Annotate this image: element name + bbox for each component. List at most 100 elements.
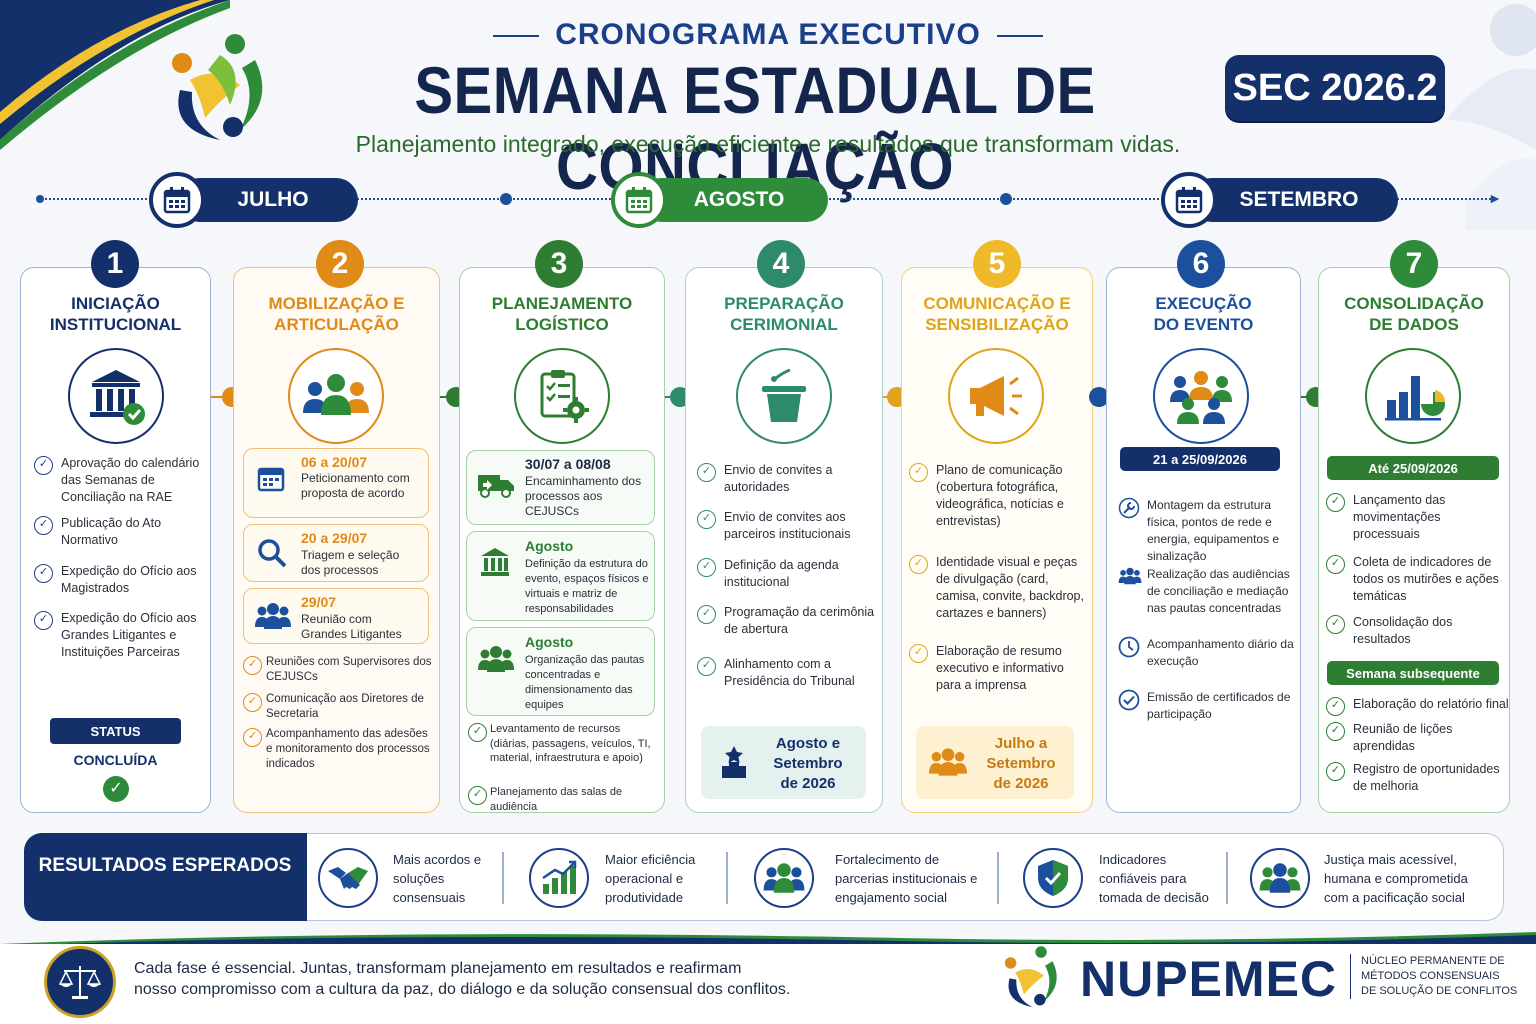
- period-text: Agosto e Setembro de 2026: [773, 735, 843, 792]
- month-label-august: AGOSTO: [640, 178, 828, 222]
- period-text: Julho a Setembro de 2026: [986, 735, 1056, 792]
- checklist-item: Definição da agenda institucional: [697, 557, 877, 591]
- calendar-icon: [256, 463, 286, 498]
- checklist-item: Acompanhamento das adesões e monitoramen…: [243, 727, 433, 772]
- divider: [502, 852, 504, 904]
- checklist-item: Alinhamento com a Presidência do Tribuna…: [697, 656, 877, 690]
- page-subtitle: Planejamento integrado, execução eficien…: [355, 131, 1181, 157]
- milestone-box: Agosto Organização das pautas concentrad…: [466, 627, 655, 716]
- milestone-date: 30/07 a 08/08: [525, 456, 611, 472]
- people-icon: [1250, 848, 1310, 908]
- results-label: RESULTADOS ESPERADOS: [24, 833, 307, 921]
- checklist-item: Coleta de indicadores de todos os mutirõ…: [1326, 554, 1506, 605]
- conciliation-logo: [160, 30, 275, 145]
- tools-icon: [1118, 497, 1140, 519]
- footer-message: Cada fase é essencial. Juntas, transform…: [134, 960, 791, 998]
- milestone-box: 06 a 20/07 Peticionamento com proposta d…: [243, 448, 429, 518]
- checklist-item: Planejamento das salas de audiência: [468, 785, 658, 814]
- shield-check-icon: [1023, 848, 1083, 908]
- checklist-item: Expedição do Ofício aos Magistrados: [34, 563, 206, 597]
- milestone-date: 29/07: [301, 594, 337, 610]
- date-bar: Até 25/09/2026: [1327, 456, 1499, 480]
- checklist-item: Lançamento das movimentações processuais: [1326, 492, 1506, 543]
- milestone-box: 29/07 Reunião com Grandes Litigantes: [243, 588, 429, 644]
- checklist-item: Reuniões com Supervisores dos CEJUSCs: [243, 655, 433, 685]
- divider: [1226, 852, 1228, 904]
- clipboard-gear-icon: [514, 348, 610, 444]
- clock-icon: [1118, 636, 1140, 658]
- timeline-dot: [36, 195, 44, 203]
- date-bar: 21 a 25/09/2026: [1120, 447, 1280, 471]
- result-item: Mais acordos e soluções consensuais: [393, 852, 482, 905]
- result-item: Maior eficiência operacional e produtivi…: [605, 852, 696, 905]
- checklist-item: Aprovação do calendário das Semanas de C…: [34, 455, 206, 506]
- checklist-item: Plano de comunicação (cobertura fotográf…: [909, 462, 1089, 530]
- phase-number: 6: [1177, 240, 1225, 288]
- checklist-item: Expedição do Ofício aos Grandes Litigant…: [34, 610, 206, 661]
- community-icon: [754, 848, 814, 908]
- edition-badge: SEC 2026.2: [1225, 55, 1445, 121]
- phase-number: 2: [316, 240, 364, 288]
- milestone-desc: Definição da estrutura do evento, espaço…: [525, 558, 649, 615]
- milestone-date: Agosto: [525, 538, 574, 554]
- institution-check-icon: [68, 348, 164, 444]
- execution-item: Montagem da estrutura física, pontos de …: [1118, 497, 1298, 565]
- month-label-september: SETEMBRO: [1190, 178, 1398, 222]
- brand-name: NUPEMEC: [1080, 951, 1338, 1007]
- building-icon: [479, 546, 511, 583]
- chart-icon: [1365, 348, 1461, 444]
- footer-stripe: [0, 930, 1536, 946]
- divider: [726, 852, 728, 904]
- milestone-desc: Encaminhamento dos processos aos CEJUSCs: [525, 474, 642, 518]
- milestone-date: 20 a 29/07: [301, 530, 368, 546]
- checklist-item: Programação da cerimônia de abertura: [697, 604, 877, 638]
- growth-chart-icon: [529, 848, 589, 908]
- checklist-item: Consolidação dos resultados: [1326, 614, 1506, 648]
- corner-decoration-left: [0, 0, 230, 150]
- checklist-item: Envio de convites a autoridades: [697, 462, 877, 496]
- milestone-box: Agosto Definição da estrutura do evento,…: [466, 531, 655, 621]
- status-value: CONCLUÍDA: [73, 752, 158, 768]
- people-group-icon: [288, 348, 384, 444]
- corner-decoration-right: [1316, 0, 1536, 230]
- date-bar: Semana subsequente: [1327, 661, 1499, 685]
- people-icon: [1118, 566, 1142, 588]
- phase-number: 5: [973, 240, 1021, 288]
- timeline-dot: [500, 193, 512, 205]
- header-kicker: CRONOGRAMA EXECUTIVO: [0, 18, 1536, 52]
- calendar-icon: [1161, 172, 1217, 228]
- timeline-dot: [1000, 193, 1012, 205]
- search-icon: [256, 537, 288, 574]
- checklist-item: Levantamento de recursos (diárias, passa…: [468, 722, 658, 766]
- calendar-icon: [611, 172, 667, 228]
- checklist-item: Elaboração do relatório final: [1326, 696, 1510, 716]
- certificate-icon: [1118, 689, 1140, 711]
- execution-item: Emissão de certificados de participação: [1118, 689, 1298, 723]
- phase-connector-dot: [1089, 387, 1109, 407]
- milestone-desc: Reunião com Grandes Litigantes: [301, 612, 402, 641]
- result-item: Justiça mais acessível, humana e comprom…: [1324, 852, 1468, 905]
- milestone-box: 20 a 29/07 Triagem e seleção dos process…: [243, 524, 429, 582]
- truck-icon: [477, 471, 515, 504]
- checklist-item: Registro de oportunidades de melhoria: [1326, 761, 1506, 795]
- phase-number: 4: [757, 240, 805, 288]
- timeline-arrow-icon: ►: [1488, 190, 1502, 206]
- award-icon: [717, 744, 751, 785]
- checklist-item: Identidade visual e peças de divulgação …: [909, 554, 1089, 622]
- milestone-desc: Organização das pautas concentradas e di…: [525, 654, 645, 711]
- milestone-desc: Peticionamento com proposta de acordo: [301, 471, 410, 500]
- checklist-item: Envio de convites aos parceiros instituc…: [697, 509, 877, 543]
- checklist-item: Comunicação aos Diretores de Secretaria: [243, 692, 433, 722]
- checklist-item: Elaboração de resumo executivo e informa…: [909, 643, 1089, 694]
- podium-icon: [736, 348, 832, 444]
- team-icon: [477, 644, 515, 679]
- people-icon: [254, 601, 292, 636]
- status-label: STATUS: [50, 718, 181, 744]
